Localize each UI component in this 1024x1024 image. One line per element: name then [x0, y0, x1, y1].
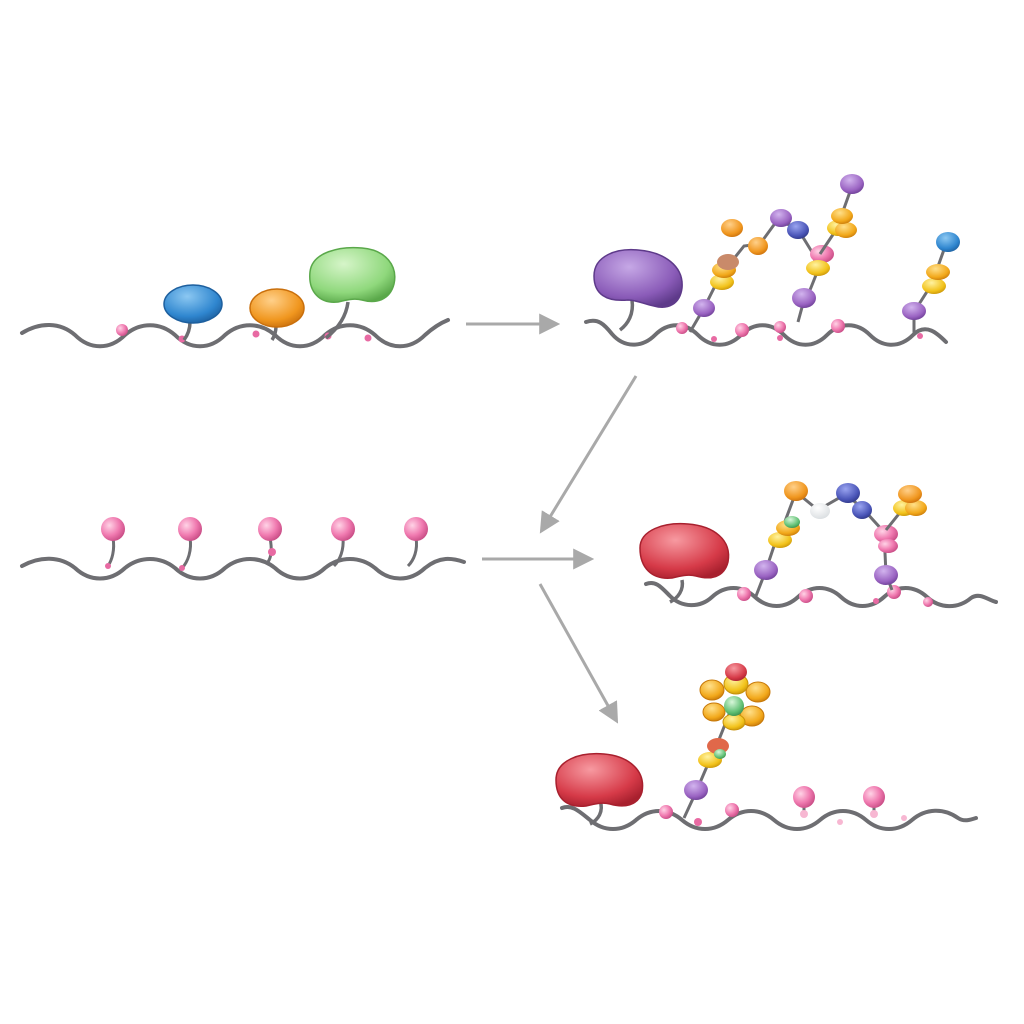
strand [584, 318, 948, 347]
violet-sugar [902, 302, 926, 320]
pink-sugar-bead [364, 334, 372, 342]
pink-sugar [810, 245, 834, 263]
yellow-sugar [768, 532, 792, 548]
pink-sugar-bead [737, 587, 751, 601]
mint-sugar [784, 516, 800, 528]
yellow-sugar [831, 208, 853, 224]
arrows [466, 313, 638, 724]
violet-sugar [770, 209, 792, 227]
pink-sugar-bead [735, 323, 749, 337]
yellow-sugar [926, 264, 950, 280]
pink-sugar-bead [917, 333, 923, 339]
violet-sugar [874, 565, 898, 585]
strand-with-purple-protein-and-branched-chains [584, 174, 960, 347]
red-protein [555, 752, 644, 807]
arrow-diagonal-down-left [539, 375, 638, 534]
pink-sugar-stalk [331, 517, 355, 568]
mixed-sugar [717, 254, 739, 270]
pink-sugar-stalk [258, 517, 282, 563]
pink-sugar-bead [252, 330, 260, 338]
purple-protein [593, 248, 683, 308]
white-sugar [810, 503, 830, 519]
blue-sugar [936, 232, 960, 252]
pink-sugar-bead [799, 589, 813, 603]
pink-sugar-stalk [863, 786, 885, 818]
green-protein [309, 246, 396, 303]
pink-sugar-bead [837, 819, 843, 825]
mint-sugar [714, 749, 726, 759]
violet-sugar [754, 560, 778, 580]
pink-sugar-bead [694, 818, 702, 826]
pink-sugar-bead [777, 335, 783, 341]
navy-sugar [852, 501, 872, 519]
strand [20, 318, 450, 349]
pink-sugar-bead [178, 335, 186, 343]
arrow-diagonal-down-right [538, 583, 619, 724]
orange-sugar [784, 481, 808, 501]
pink-sugar-bead [725, 803, 739, 817]
yellow-sugar [922, 278, 946, 294]
violet-sugar [792, 288, 816, 308]
violet-sugar [693, 299, 715, 317]
strand-with-red-protein-and-two-branches [639, 481, 998, 609]
violet-sugar [840, 174, 864, 194]
pink-sugar-bead [774, 321, 786, 333]
yellow-sugar [905, 500, 927, 516]
pink-sugar-bead [659, 805, 673, 819]
pink-sugar [878, 539, 898, 553]
pink-sugar-bead [901, 815, 907, 821]
pink-sugar-bead [711, 336, 717, 342]
pink-sugar-bead [831, 319, 845, 333]
flower-cluster [699, 663, 771, 731]
pink-sugar-bead [887, 585, 901, 599]
navy-sugar [787, 221, 809, 239]
pink-sugar-stalk [793, 786, 815, 818]
pink-sugar-stalk [178, 517, 202, 571]
yellow-sugar [710, 274, 734, 290]
stalk [669, 579, 685, 604]
red-protein [639, 522, 730, 579]
pink-sugar [874, 525, 898, 543]
strand [560, 805, 978, 831]
orange-sugar [721, 219, 743, 237]
strand-with-three-proteins [20, 246, 450, 349]
pink-sugar-stalk [404, 517, 428, 568]
orange-protein [249, 288, 305, 328]
strand-with-pink-sugars [20, 517, 466, 581]
stalk [324, 301, 350, 340]
pink-sugar-bead [873, 598, 879, 604]
orange-sugar [748, 237, 768, 255]
pink-sugar-bead [676, 322, 688, 334]
violet-sugar [684, 780, 708, 800]
blue-protein [163, 284, 223, 324]
stalk [182, 321, 192, 342]
yellow-sugar [806, 260, 830, 276]
pink-sugar-stalk [101, 517, 125, 569]
strand-with-red-protein-and-flower-cluster [555, 663, 978, 831]
orange-sugar [898, 485, 922, 503]
stalk [618, 299, 635, 332]
pink-sugar-bead [923, 597, 933, 607]
yellow-sugar [835, 222, 857, 238]
strand [644, 581, 998, 609]
strand [20, 556, 466, 581]
pink-sugar-bead [116, 324, 128, 336]
navy-sugar [836, 483, 860, 503]
